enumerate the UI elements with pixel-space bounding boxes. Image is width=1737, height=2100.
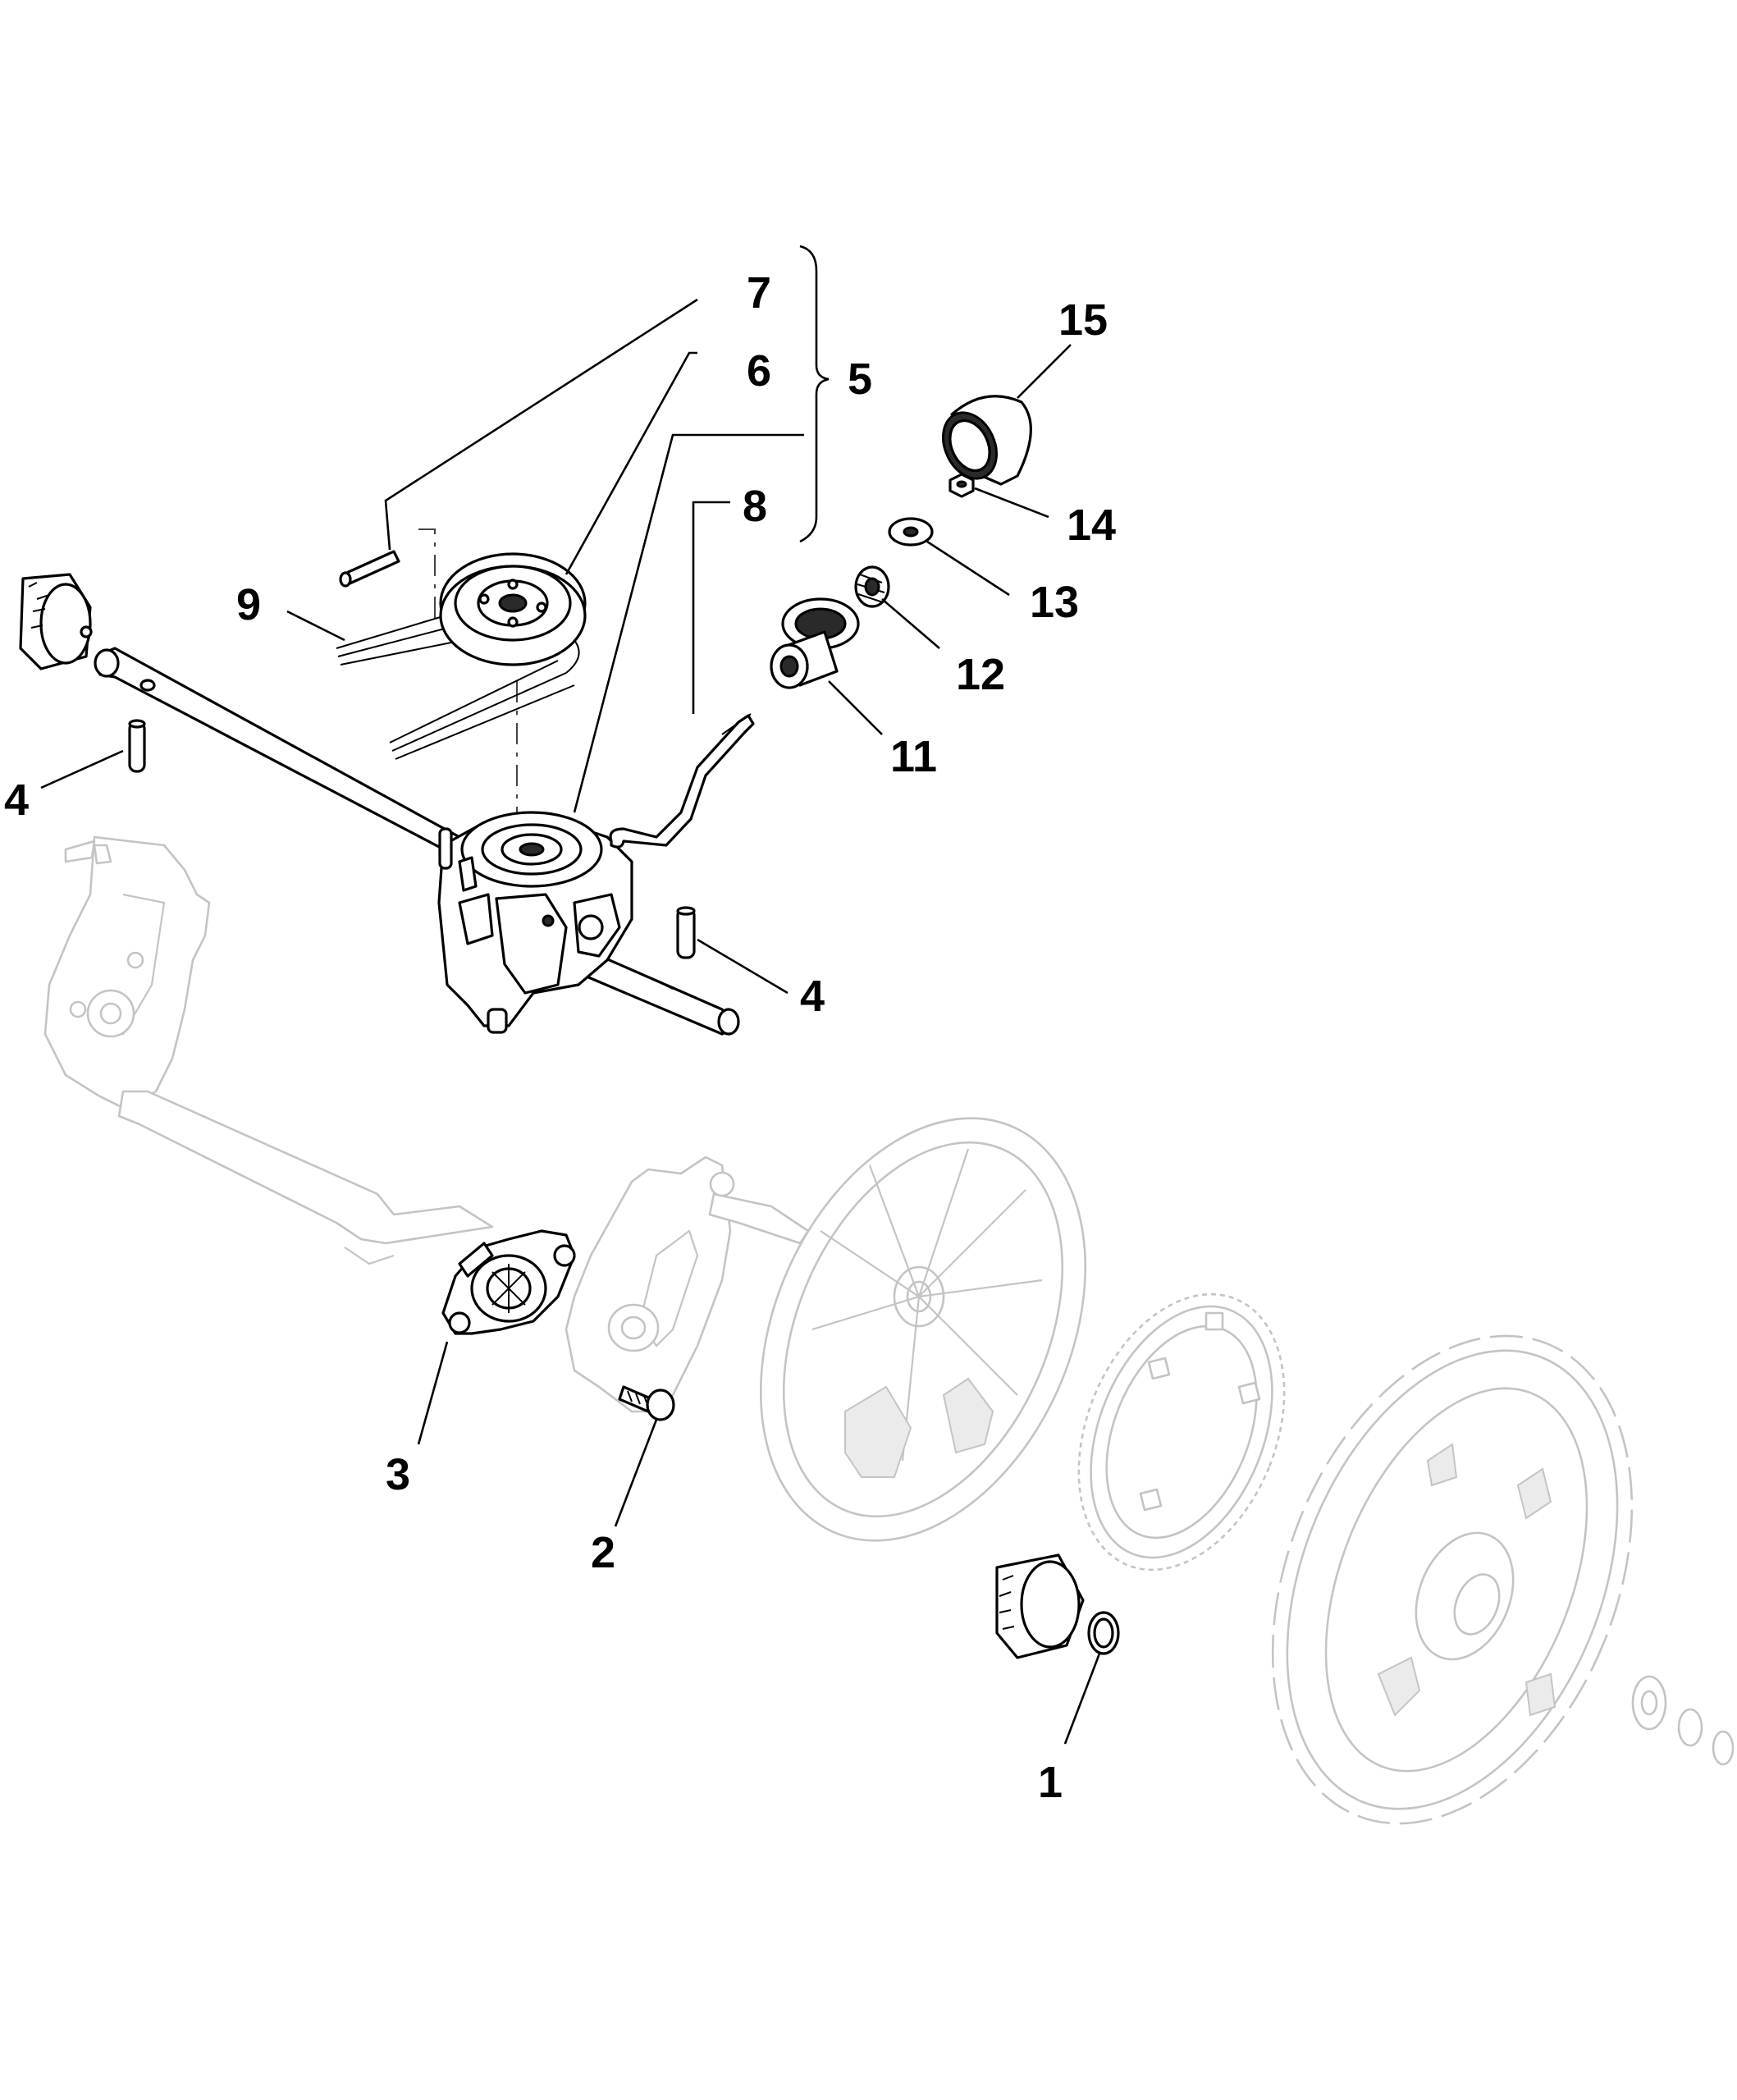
label-part-2: 2	[591, 1528, 615, 1577]
axle-shaft	[94, 647, 740, 1036]
ghost-frame	[43, 835, 494, 1265]
label-part-9: 9	[236, 580, 261, 629]
washer-13	[888, 517, 934, 547]
pin-4-left	[128, 719, 146, 773]
label-part-4-left: 4	[4, 775, 29, 825]
label-part-11: 11	[890, 732, 937, 781]
gearbox-5	[437, 811, 633, 1034]
ghost-ring-gear	[1077, 1292, 1286, 1572]
label-part-1: 1	[1038, 1758, 1063, 1807]
bushing-11	[770, 597, 860, 689]
label-part-6: 6	[747, 346, 771, 396]
label-part-14: 14	[1067, 501, 1116, 550]
label-part-8: 8	[743, 482, 767, 531]
pinion-gear-1	[995, 1553, 1085, 1659]
ghost-context-parts	[43, 835, 1735, 1825]
label-part-7: 7	[747, 268, 771, 318]
control-rod-8	[609, 713, 755, 849]
pin-7	[339, 550, 400, 588]
pin-4-right	[676, 906, 696, 959]
leader-lines	[40, 245, 1101, 1745]
part-labels: 7 6 5 8 9 4 4 15 14 13 12 11 3 2 1	[4, 268, 1116, 1807]
label-part-4-right: 4	[800, 972, 825, 1021]
center-lines	[418, 528, 518, 812]
main-parts	[19, 395, 1120, 1659]
pinion-gear-left	[19, 573, 93, 670]
pulley-6	[439, 552, 587, 666]
label-part-15: 15	[1058, 295, 1108, 345]
label-part-5: 5	[848, 355, 872, 404]
ghost-bearings	[1631, 1675, 1735, 1766]
bearing-bracket-3	[441, 1229, 576, 1335]
ghost-rear-wheel	[1271, 1334, 1634, 1825]
ghost-wheel-cover	[759, 1117, 1087, 1542]
spring-12	[854, 565, 890, 608]
cap-15	[942, 395, 1032, 486]
label-part-13: 13	[1030, 578, 1079, 627]
label-part-3: 3	[386, 1450, 410, 1499]
screw-2	[618, 1385, 675, 1421]
label-part-12: 12	[956, 650, 1005, 699]
circlip-1	[1087, 1611, 1120, 1655]
